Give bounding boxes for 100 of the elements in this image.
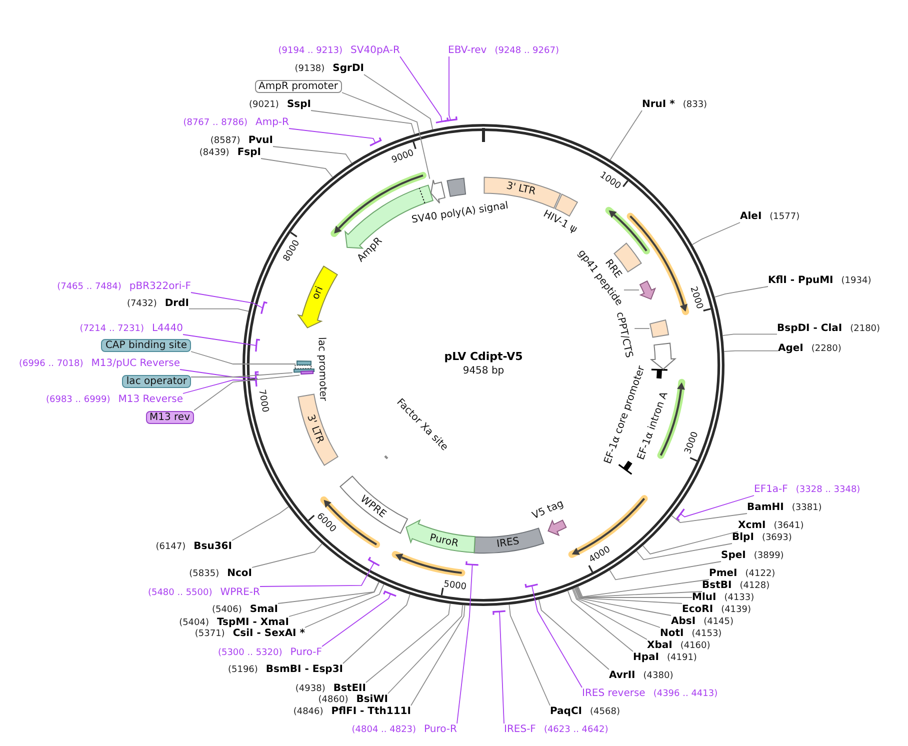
leader-line [642,531,738,554]
site-position: (7432) [126,298,157,308]
enzyme-name: PaqCI [550,706,582,716]
enzyme-name: FspI [237,146,261,158]
site-position: (833) [682,100,708,110]
enzyme-name: NotI [660,628,684,638]
primer-position: (4623 .. 4642) [544,724,608,734]
enzyme-name: DrdI [164,298,189,308]
enzyme-name: BamHI [747,502,784,512]
primer-name: L4440 [152,322,183,334]
primer-position: (3328 .. 3348) [796,484,860,494]
leader-line [188,308,250,312]
enzyme-name: PmeI [709,568,738,578]
site-position: (4160) [680,640,710,650]
leader-line [232,506,290,541]
primer-name: IRES-F [504,724,536,734]
enzyme-name: BstBI [702,580,732,590]
enzyme-name: AvrII [609,670,636,680]
enzyme-name: AbsI [671,616,696,626]
primer-name: M13 Reverse [118,394,183,404]
feature-tag: CAP binding site [101,338,191,352]
leader-line [278,582,380,604]
enzyme-name: PflFI - Tth111I [331,706,411,716]
enzyme-name: BstEII [333,682,366,694]
enzyme-name: NcoI [227,568,252,578]
leader-line [573,588,660,628]
leader-line [194,374,300,411]
site-position: (1934) [841,276,872,286]
feature-box [649,318,670,338]
site-position: (5404) [179,618,209,628]
leader-line [366,603,451,683]
enzyme-name: XcmI [738,520,766,530]
site-position: (2280) [811,344,842,354]
leader-line [272,146,352,164]
site-position: (8439) [199,148,230,158]
primer-name: Amp-R [256,116,289,128]
leader-line [310,110,415,135]
leader-line [410,604,466,706]
plasmid-size: 9458 bp [462,366,504,376]
leader-line [538,599,610,670]
leader-line [508,604,550,706]
feature-tag: M13 rev [146,410,194,424]
enzyme-name: AgeI [778,342,804,354]
feature-bar [296,360,312,366]
feature-label: PuroR [428,532,460,550]
feature-shape [430,178,446,204]
feature-label: cPPT/CTS [614,311,635,359]
leader-line [190,372,293,378]
site-position: (5371) [194,628,225,638]
feature-label: lac promoter [316,336,328,402]
enzyme-name: BlpI [732,532,754,542]
enzyme-name: KflI - PpuMI [768,274,834,286]
leader-line [400,56,442,122]
site-position: (9138) [294,64,325,74]
feature-tag: lac operator [122,374,191,388]
feature-label: EF-1α intron A [636,390,670,462]
primer-name: Puro-F [290,646,322,658]
site-position: (3693) [762,532,792,542]
primer-position: (5300 .. 5320) [218,648,282,658]
feature-label: 3' LTR [506,180,537,198]
leader-line [304,584,384,628]
site-position: (4133) [724,592,754,602]
site-position: (1577) [770,212,800,222]
primer-position: (9194 .. 9213) [278,46,343,56]
primer-position: (4804 .. 4823) [352,724,416,734]
site-position: (4128) [740,580,770,590]
primer-position: (7214 .. 7231) [80,324,144,334]
leader-line [182,334,257,346]
feature-label: ori [310,284,326,302]
feature-label: 3' LTR [304,413,326,445]
site-position: (3381) [792,502,822,512]
primer-position: (8767 .. 8786) [183,118,248,128]
leader-line [724,350,778,352]
leader-line [190,292,264,308]
site-position: (4380) [643,670,674,680]
leader-line [388,604,463,694]
enzyme-name: SpeI [721,550,746,560]
feature-label: V5 tag [530,498,566,522]
site-position: (4191) [667,652,697,662]
leader-line [574,588,672,616]
leader-line [288,582,380,617]
site-position: (5196) [228,664,258,674]
enzyme-name: XbaI [647,640,672,650]
leader-line [692,222,740,246]
primer-position: (6996 .. 7018) [18,358,84,368]
leader-line [609,561,722,580]
tick-label: 9000 [390,148,416,166]
leader-line [531,585,582,688]
site-position: (4139) [721,604,751,614]
site-position: (5406) [212,604,242,614]
site-position: (8587) [210,136,240,146]
site-position: (5835) [189,568,220,578]
primer-name: IRES reverse [582,688,646,698]
feature-tag: AmpR promoter [254,80,342,92]
primer-name: EBV-rev [448,44,487,56]
enzyme-name: EcoRI [682,604,714,614]
enzyme-name: AleI [740,210,762,222]
leader-line [190,351,296,364]
leader-line [342,92,430,180]
primer-position: (5480 .. 5500) [148,588,212,598]
